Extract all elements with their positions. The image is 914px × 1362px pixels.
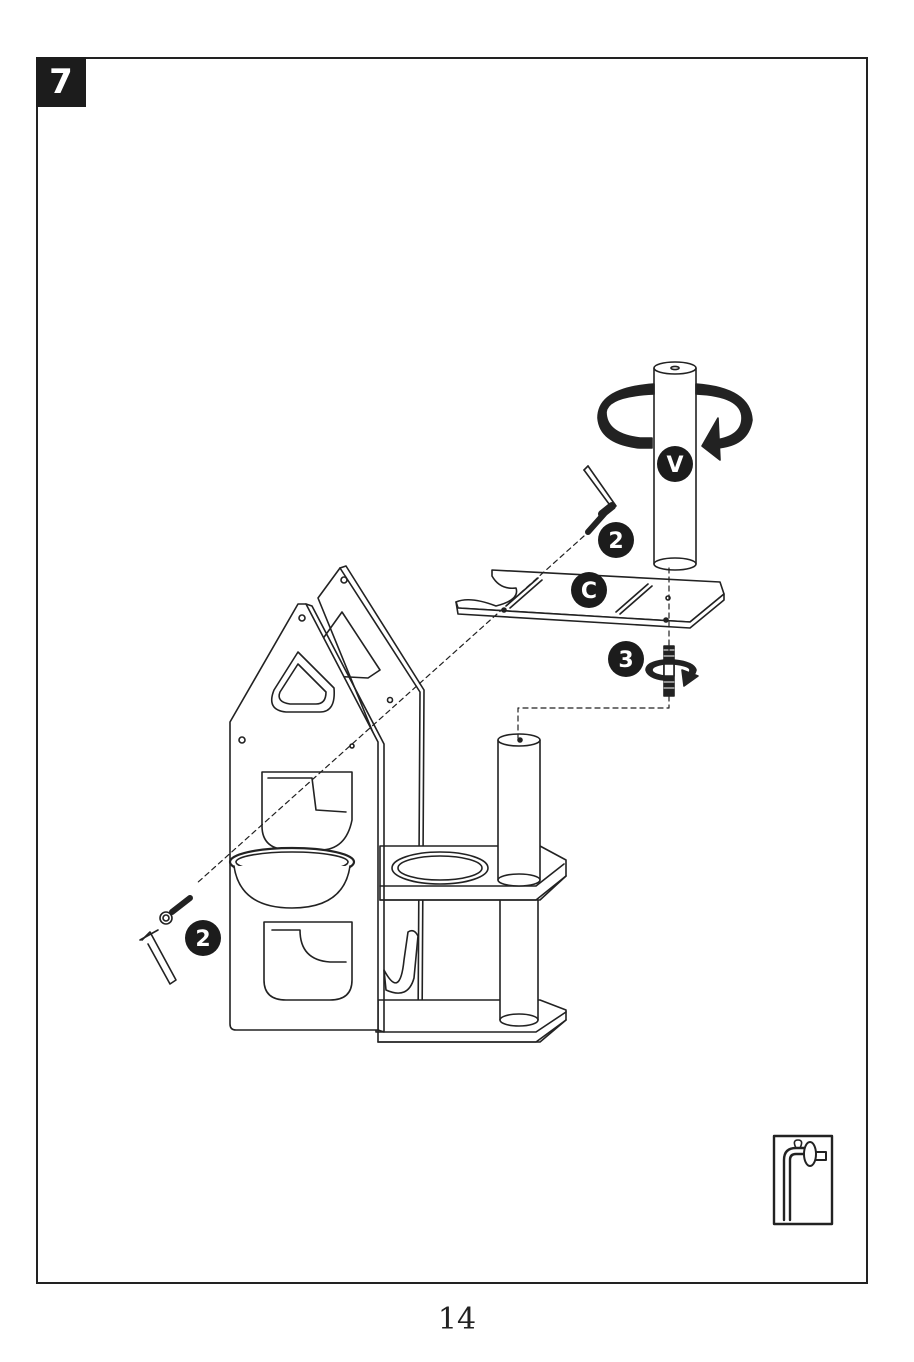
- callout-left-screws: 2: [185, 920, 221, 956]
- top-allen-key: [584, 466, 616, 514]
- callout-post-v: V: [657, 446, 693, 482]
- callout-post-v-label: V: [666, 453, 683, 478]
- allen-key-icon: [774, 1136, 832, 1224]
- callout-board-c-label: C: [581, 579, 597, 604]
- callout-left-screws-label: 2: [195, 927, 210, 952]
- callout-top-screws: 2: [598, 522, 634, 558]
- callout-board-c: C: [571, 572, 607, 608]
- guide-line-bolt: [518, 696, 669, 738]
- callout-top-screws-label: 2: [608, 529, 623, 554]
- left-allen-key: [142, 932, 176, 984]
- page-number: 14: [0, 1302, 914, 1337]
- upper-post: [498, 740, 540, 880]
- bolt-3: [664, 646, 674, 696]
- lower-post: [500, 890, 538, 1020]
- callout-bolts-label: 3: [618, 648, 633, 673]
- left-screw: [160, 898, 190, 924]
- callout-bolts: 3: [608, 641, 644, 677]
